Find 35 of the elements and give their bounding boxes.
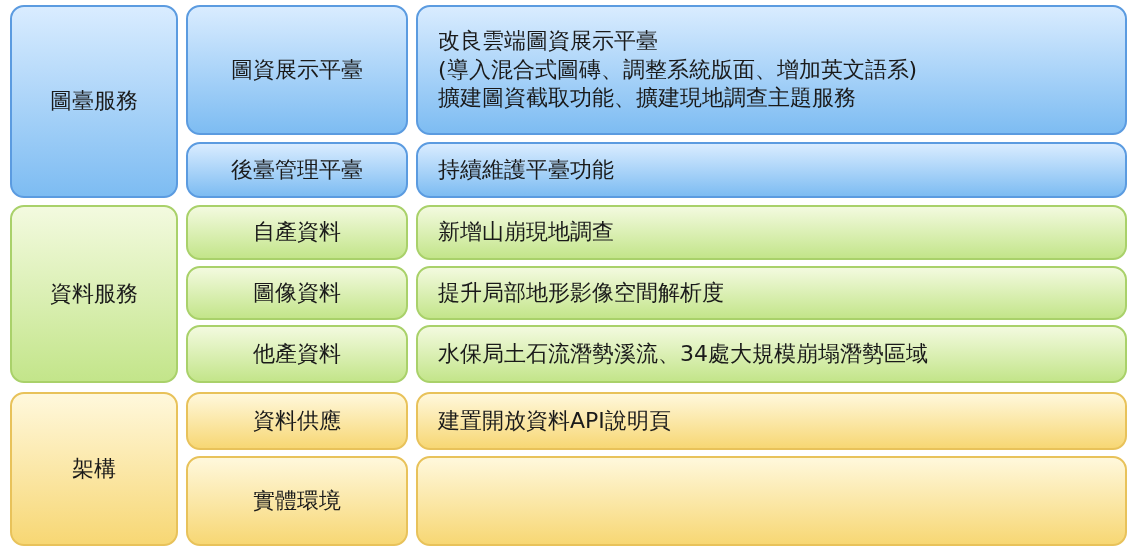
- detail-box: [416, 142, 1127, 198]
- item-label: 後臺管理平臺: [231, 155, 363, 184]
- detail-box: [416, 325, 1127, 383]
- item-label: 資料供應: [253, 406, 341, 435]
- detail-box: [416, 456, 1127, 546]
- detail-box: [416, 205, 1127, 260]
- detail-text: 改良雲端圖資展示平臺: [438, 27, 658, 56]
- item-label: 他產資料: [253, 339, 341, 368]
- detail-text: 擴建圖資截取功能、擴建現地調查主題服務: [438, 84, 856, 113]
- item-label: 圖像資料: [253, 278, 341, 307]
- item-box: [186, 205, 408, 260]
- item-box: [186, 266, 408, 320]
- item-box: [186, 142, 408, 198]
- detail-text: 水保局土石流潛勢溪流、34處大規模崩塌潛勢區域: [438, 339, 928, 368]
- detail-text: 提升局部地形影像空間解析度: [438, 278, 724, 307]
- item-box: [186, 5, 408, 135]
- category-label: 架構: [72, 454, 116, 483]
- item-label: 圖資展示平臺: [231, 55, 363, 84]
- detail-box: [416, 392, 1127, 450]
- item-box: [186, 456, 408, 546]
- category-box: [10, 5, 178, 198]
- detail-text: 持續維護平臺功能: [438, 155, 614, 184]
- item-label: 自產資料: [253, 218, 341, 247]
- detail-box: [416, 5, 1127, 135]
- item-label: 實體環境: [253, 486, 341, 515]
- item-box: [186, 392, 408, 450]
- detail-text: 建置開放資料API說明頁: [438, 406, 671, 435]
- category-box: [10, 392, 178, 546]
- detail-text: (導入混合式圖磚、調整系統版面、增加英文語系): [438, 55, 918, 84]
- category-label: 資料服務: [50, 279, 138, 308]
- item-box: [186, 325, 408, 383]
- detail-text: 新增山崩現地調查: [438, 218, 614, 247]
- category-box: [10, 205, 178, 383]
- category-label: 圖臺服務: [50, 87, 138, 116]
- detail-box: [416, 266, 1127, 320]
